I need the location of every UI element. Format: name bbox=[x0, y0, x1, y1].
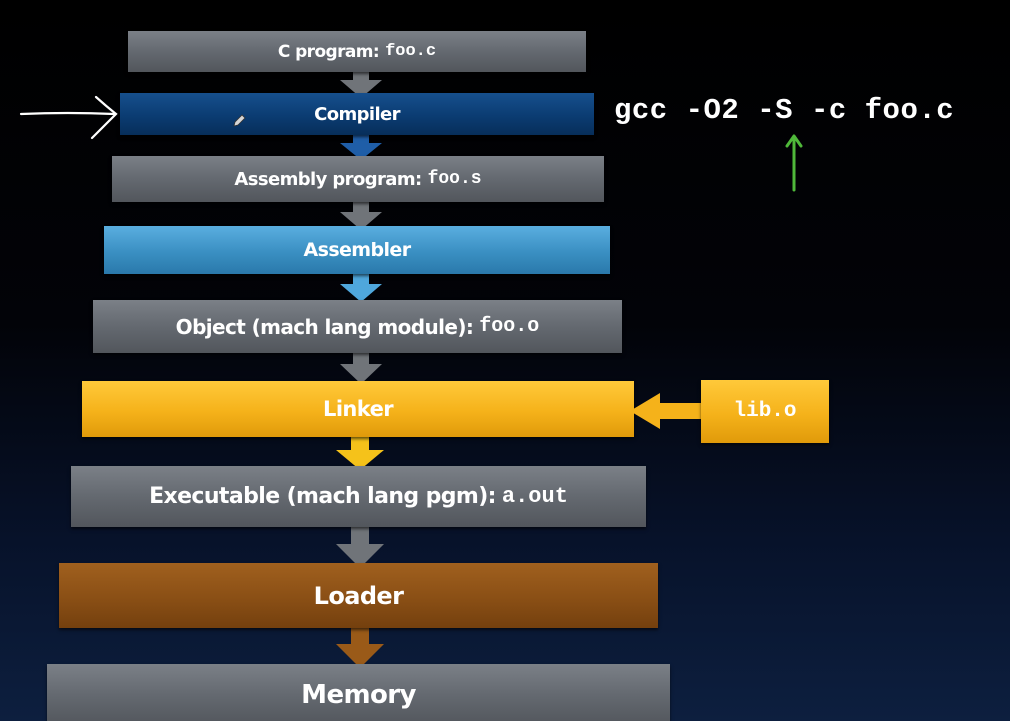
object-file: foo.o bbox=[479, 315, 540, 338]
object-label: Object (mach lang module): bbox=[175, 314, 474, 339]
assembly-program-label: Assembly program: bbox=[234, 168, 422, 190]
assembler-label: Assembler bbox=[303, 239, 412, 261]
c-program-file: foo.c bbox=[385, 42, 437, 61]
compiler-label: Compiler bbox=[314, 103, 400, 125]
memory-box: Memory bbox=[47, 664, 670, 721]
arrow-down-6 bbox=[336, 436, 384, 470]
gcc-command: gcc -O2 -S -c foo.c bbox=[614, 94, 954, 127]
c-program-box: C program: foo.c bbox=[128, 31, 586, 72]
arrow-down-5 bbox=[340, 350, 382, 384]
assembly-program-box: Assembly program: foo.s bbox=[112, 156, 604, 202]
executable-file: a.out bbox=[501, 484, 568, 509]
command-suffix: -c foo.c bbox=[793, 94, 955, 127]
green-up-arrow-icon bbox=[785, 134, 803, 192]
arrow-down-1 bbox=[340, 68, 382, 98]
lib-o-label: lib.o bbox=[733, 400, 797, 423]
compiler-box: Compiler bbox=[120, 93, 594, 135]
assembly-program-file: foo.s bbox=[427, 169, 482, 189]
arrow-left-into-linker bbox=[630, 393, 710, 429]
lib-o-box: lib.o bbox=[701, 380, 829, 443]
command-prefix: gcc -O2 bbox=[614, 94, 758, 127]
c-program-label: C program: bbox=[277, 41, 380, 62]
executable-label: Executable (mach lang pgm): bbox=[149, 484, 496, 509]
object-box: Object (mach lang module): foo.o bbox=[93, 300, 622, 353]
executable-box: Executable (mach lang pgm): a.out bbox=[71, 466, 646, 527]
loader-label: Loader bbox=[313, 581, 404, 610]
arrow-down-2 bbox=[340, 132, 382, 160]
pointer-arrow-icon bbox=[19, 95, 118, 140]
arrow-down-7 bbox=[336, 526, 384, 568]
linker-label: Linker bbox=[323, 397, 394, 421]
command-flag-s: -S bbox=[757, 94, 794, 127]
arrow-down-3 bbox=[340, 200, 382, 230]
arrow-down-8 bbox=[336, 626, 384, 668]
pencil-cursor-icon bbox=[233, 114, 246, 127]
arrow-down-4 bbox=[340, 272, 382, 302]
assembler-box: Assembler bbox=[104, 226, 610, 274]
linker-box: Linker bbox=[82, 381, 634, 437]
loader-box: Loader bbox=[59, 563, 658, 628]
memory-label: Memory bbox=[301, 680, 416, 710]
